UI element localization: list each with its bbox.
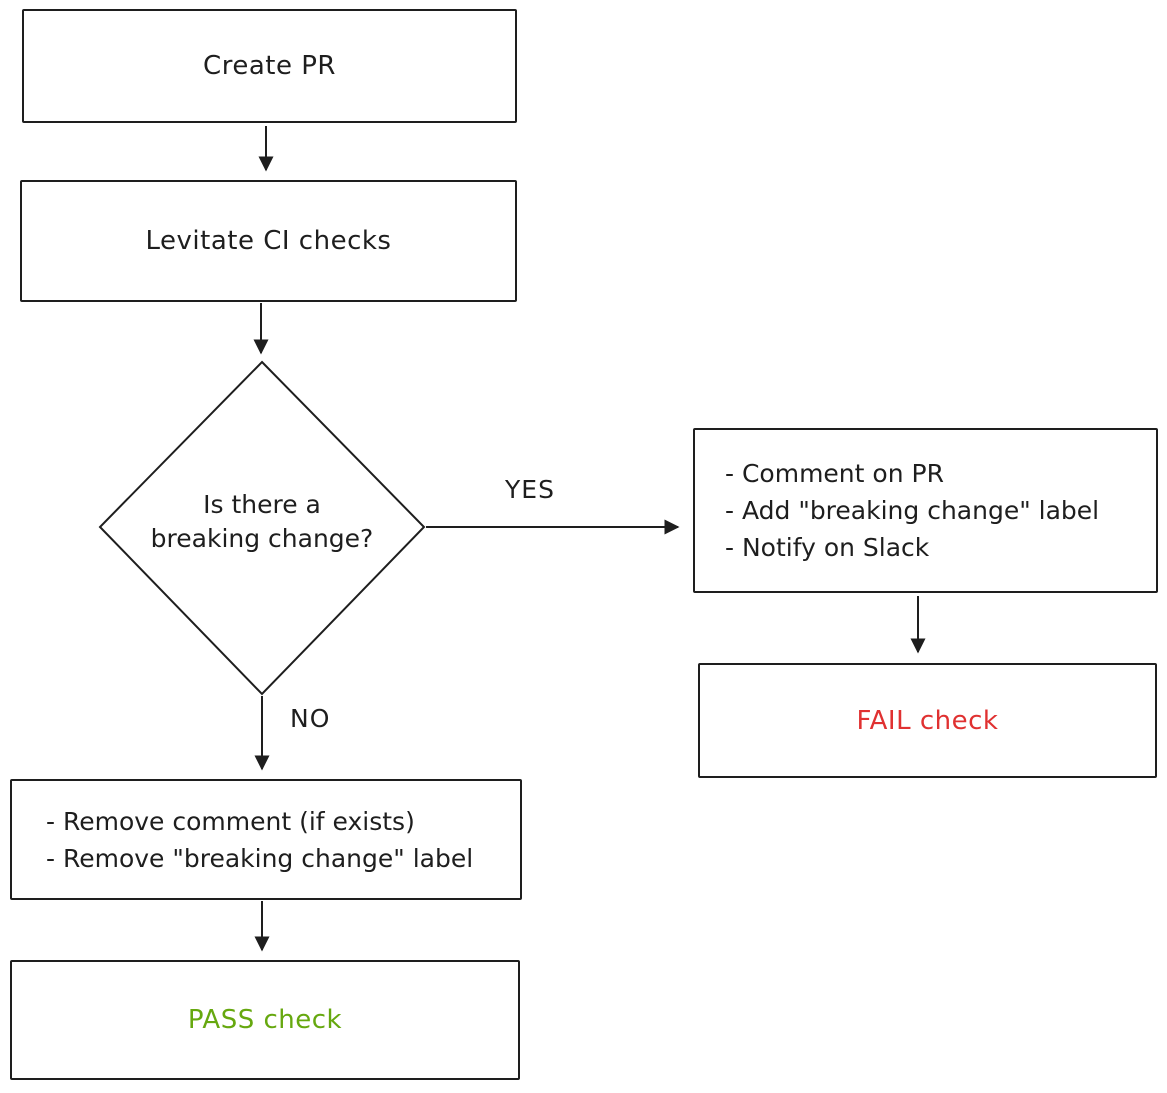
node-decision-label-line2: breaking change? [150, 524, 374, 553]
list-item-comment-on-pr: - Comment on PR [725, 459, 944, 488]
list-item-add-label: - Add "breaking change" label [725, 496, 1100, 525]
node-yes-actions-lines: - Comment on PR - Add "breaking change" … [725, 456, 1099, 565]
node-fail-check: FAIL check [698, 663, 1157, 778]
node-ci-checks-label: Levitate CI checks [145, 226, 392, 256]
node-decision-label: Is there a breaking change? [122, 488, 402, 556]
node-ci-checks: Levitate CI checks [20, 180, 517, 302]
edge-label-no: NO [290, 704, 331, 733]
node-pass-check: PASS check [10, 960, 520, 1080]
edge-label-yes: YES [505, 475, 555, 504]
list-item-remove-comment: - Remove comment (if exists) [46, 806, 415, 836]
node-create-pr-label: Create PR [203, 51, 336, 81]
node-decision-shape [98, 360, 426, 696]
node-no-actions: - Remove comment (if exists) - Remove "b… [10, 779, 522, 900]
node-yes-actions: - Comment on PR - Add "breaking change" … [693, 428, 1158, 593]
list-item-notify-slack: - Notify on Slack [725, 533, 930, 562]
list-item-remove-label: - Remove "breaking change" label [46, 843, 474, 873]
node-pass-check-label: PASS check [187, 1005, 343, 1035]
node-decision-label-line1: Is there a [203, 490, 321, 519]
node-fail-check-label: FAIL check [856, 705, 999, 736]
node-no-actions-lines: - Remove comment (if exists) - Remove "b… [46, 804, 473, 876]
node-create-pr: Create PR [22, 9, 517, 123]
